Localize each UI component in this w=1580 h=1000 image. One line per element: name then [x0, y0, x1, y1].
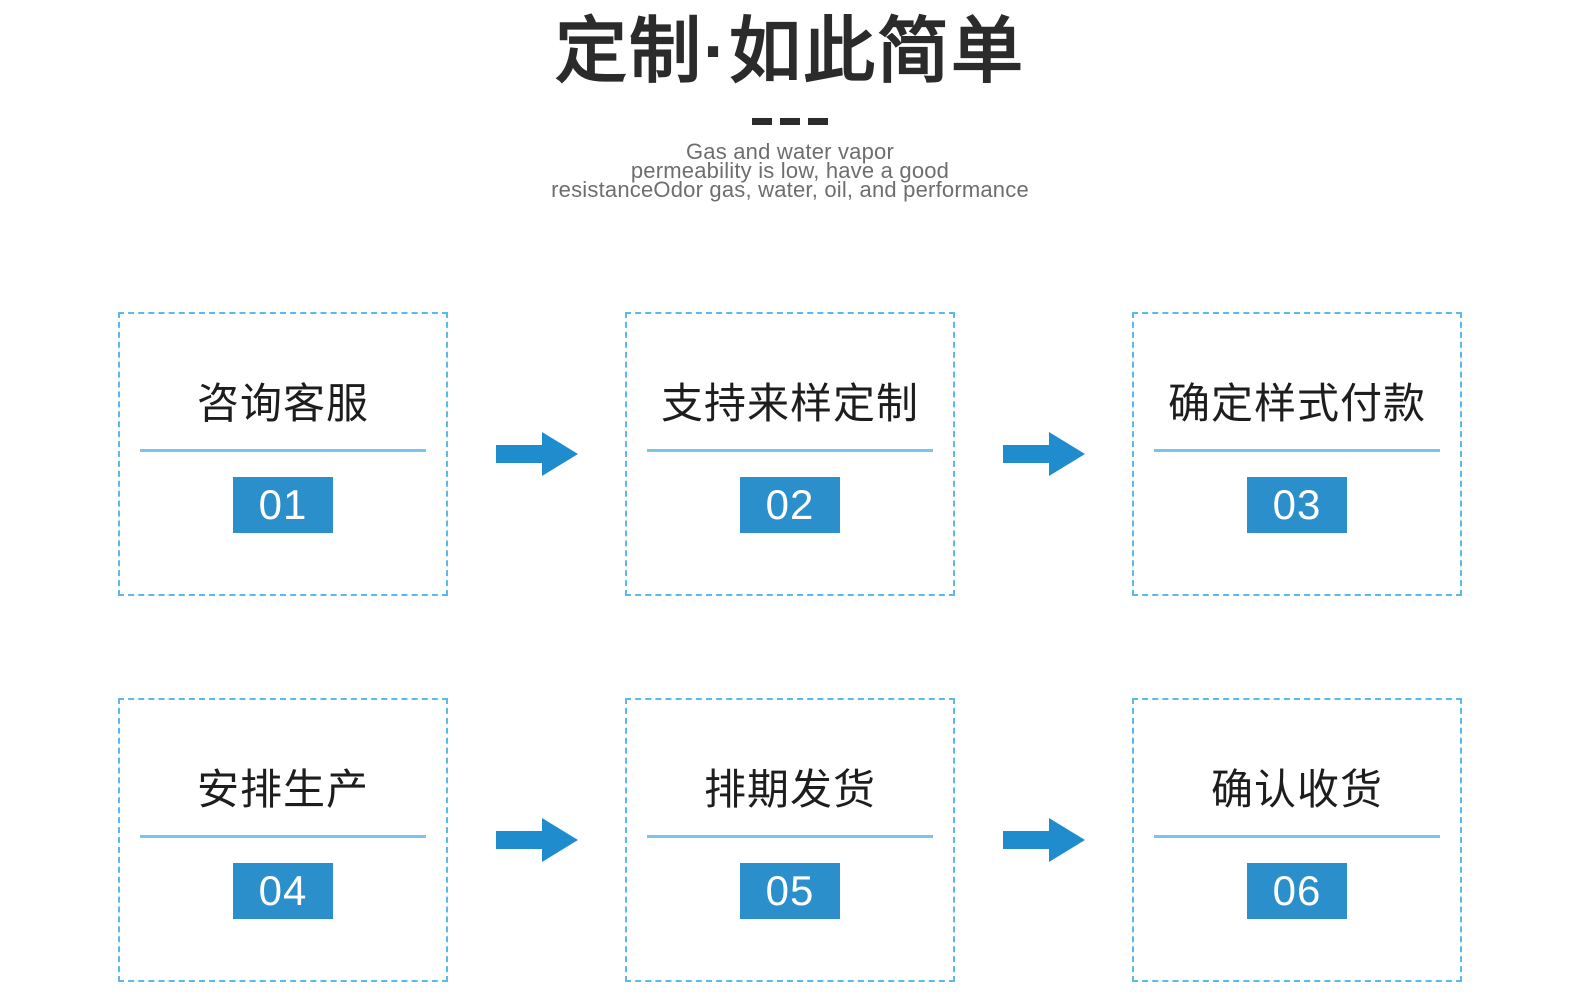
- step-card-03[interactable]: 确定样式付款 03: [1132, 312, 1462, 596]
- arrow-right-icon: [1002, 432, 1085, 476]
- step-card-06[interactable]: 确认收货 06: [1132, 698, 1462, 982]
- divider-dash: [808, 117, 828, 125]
- arrow-slot-3: [448, 698, 625, 982]
- subtitle-line-1: Gas and water vapor: [685, 139, 895, 164]
- subtitle-line-3: resistanceOdor gas, water, oil, and perf…: [551, 177, 1029, 202]
- steps-row-top: 咨询客服 01 支持来样定制 02 确定样式付款: [118, 312, 1462, 596]
- arrow-right-icon: [495, 432, 578, 476]
- arrow-slot-1: [448, 312, 625, 596]
- step-number-badge: 02: [740, 477, 840, 533]
- page-header: 定制·如此简单 Gas and water vapor permeability…: [0, 0, 1580, 202]
- steps-grid: 咨询客服 01 支持来样定制 02 确定样式付款: [0, 312, 1580, 982]
- divider-dash: [752, 117, 772, 125]
- arrow-slot-2: [955, 312, 1132, 596]
- subtitle-line-2: permeability is low, have a good: [630, 158, 950, 183]
- step-underline: [647, 835, 933, 838]
- step-underline: [647, 449, 933, 452]
- page-subtitle: Gas and water vapor permeability is low,…: [0, 139, 1580, 202]
- step-label: 支持来样定制: [660, 380, 919, 427]
- step-number-badge: 04: [233, 863, 333, 919]
- step-card-01[interactable]: 咨询客服 01: [118, 312, 448, 596]
- step-number-badge: 01: [233, 477, 333, 533]
- step-label: 确定样式付款: [1167, 380, 1426, 427]
- divider-dash: [780, 117, 800, 125]
- step-label: 排期发货: [703, 766, 876, 813]
- step-underline: [140, 835, 426, 838]
- step-label: 咨询客服: [196, 380, 369, 427]
- page-title: 定制·如此简单: [555, 12, 1025, 92]
- step-underline: [1154, 835, 1440, 838]
- arrow-right-icon: [495, 818, 578, 862]
- step-number-badge: 05: [740, 863, 840, 919]
- step-underline: [140, 449, 426, 452]
- step-label: 安排生产: [196, 766, 369, 813]
- step-label: 确认收货: [1210, 766, 1383, 813]
- step-card-05[interactable]: 排期发货 05: [625, 698, 955, 982]
- arrow-slot-4: [955, 698, 1132, 982]
- steps-row-bottom: 安排生产 04 排期发货 05 确认收货: [118, 698, 1462, 982]
- step-number-badge: 03: [1247, 477, 1347, 533]
- step-number-badge: 06: [1247, 863, 1347, 919]
- step-underline: [1154, 449, 1440, 452]
- title-divider-dashes: [752, 110, 828, 132]
- step-card-04[interactable]: 安排生产 04: [118, 698, 448, 982]
- arrow-right-icon: [1002, 818, 1085, 862]
- step-card-02[interactable]: 支持来样定制 02: [625, 312, 955, 596]
